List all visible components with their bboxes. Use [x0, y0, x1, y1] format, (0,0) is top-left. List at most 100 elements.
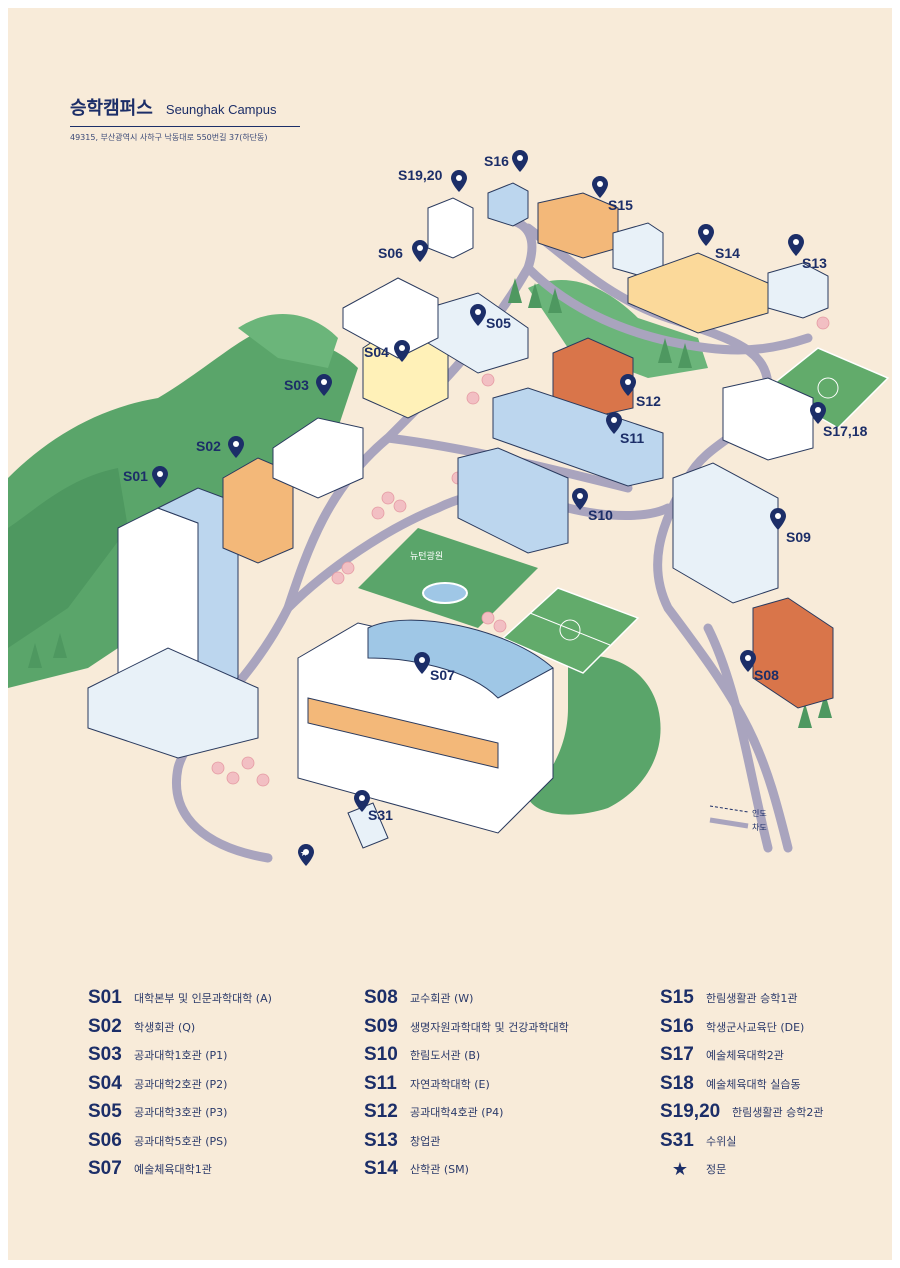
- legend-code: S03: [88, 1044, 122, 1066]
- gate-star-icon: ★: [300, 849, 308, 859]
- marker-s07[interactable]: S07: [430, 667, 455, 683]
- legend-name: 한림생활관 승학2관: [732, 1106, 824, 1120]
- legend-item-s12: S12 공과대학4호관 (P4): [364, 1098, 569, 1127]
- legend-item-s02: S02 학생회관 (Q): [88, 1013, 272, 1042]
- legend-item-s18: S18 예술체육대학 실습동: [660, 1070, 823, 1099]
- legend-item-s06: S06 공과대학5호관 (PS): [88, 1127, 272, 1156]
- marker-s09[interactable]: S09: [786, 529, 811, 545]
- legend-item-s19-20: S19,20 한림생활관 승학2관: [660, 1098, 823, 1127]
- legend-name: 학생군사교육단 (DE): [706, 1020, 805, 1034]
- marker-s16[interactable]: S16: [484, 153, 509, 169]
- legend-name: 한림도서관 (B): [410, 1049, 481, 1063]
- campus-illustration: 뉴턴광원: [8, 150, 890, 866]
- roadway-label: 차도: [752, 823, 767, 832]
- campus-map-page: 승학캠퍼스 Seunghak Campus 49315, 부산광역시 사하구 낙…: [8, 8, 892, 1260]
- legend-code: S06: [88, 1129, 122, 1151]
- walkway-label: 인도: [752, 808, 767, 818]
- legend-name: 자연과학대학 (E): [410, 1077, 490, 1091]
- marker-s12[interactable]: S12: [636, 393, 661, 409]
- marker-s04[interactable]: S04: [364, 344, 389, 360]
- legend-name: 수위실: [706, 1134, 737, 1148]
- legend-item-s16: S16 학생군사교육단 (DE): [660, 1013, 823, 1042]
- blossom-trees: [211, 316, 830, 787]
- legend-name: 공과대학1호관 (P1): [134, 1049, 228, 1063]
- title-korean: 승학캠퍼스: [70, 98, 153, 119]
- legend-item-s03: S03 공과대학1호관 (P1): [88, 1041, 272, 1070]
- legend-name: 학생회관 (Q): [134, 1020, 196, 1034]
- marker-s11[interactable]: S11: [620, 430, 644, 446]
- legend-code: S17: [660, 1044, 694, 1066]
- legend-item-s31: S31 수위실: [660, 1127, 823, 1156]
- legend-code: S05: [88, 1101, 122, 1123]
- legend-name: 생명자원과학대학 및 건강과학대학: [410, 1020, 569, 1034]
- marker-s19-20[interactable]: S19,20: [398, 167, 443, 183]
- legend-name: 정문: [706, 1163, 727, 1177]
- legend-item-s09: S09 생명자원과학대학 및 건강과학대학: [364, 1013, 569, 1042]
- marker-s10[interactable]: S10: [588, 507, 613, 523]
- legend-name: 대학본부 및 인문과학대학 (A): [134, 992, 272, 1006]
- legend-item-s11: S11 자연과학대학 (E): [364, 1070, 569, 1099]
- legend-name: 공과대학4호관 (P4): [410, 1106, 504, 1120]
- legend-code: S07: [88, 1158, 122, 1180]
- legend-column-2: S08 교수회관 (W) S09 생명자원과학대학 및 건강과학대학 S10 한림도서관 …: [364, 984, 569, 1184]
- legend-name: 예술체육대학2관: [706, 1049, 784, 1063]
- legend-code: S10: [364, 1044, 398, 1066]
- marker-s06[interactable]: S06: [378, 245, 403, 261]
- buildings: [87, 182, 834, 849]
- legend-code: S14: [364, 1158, 398, 1180]
- marker-s05[interactable]: S05: [486, 315, 511, 331]
- marker-s17-18[interactable]: S17,18: [823, 423, 868, 439]
- legend-code: S19,20: [660, 1101, 721, 1123]
- marker-s31[interactable]: S31: [368, 807, 393, 823]
- marker-s13[interactable]: S13: [802, 255, 827, 271]
- legend-item-s10: S10 한림도서관 (B): [364, 1041, 569, 1070]
- legend-code: S16: [660, 1015, 694, 1037]
- legend-item-gate: ★ 정문: [660, 1155, 823, 1184]
- legend-name: 예술체육대학1관: [134, 1163, 212, 1177]
- legend-item-s15: S15 한림생활관 승학1관: [660, 984, 823, 1013]
- legend-code: S04: [88, 1072, 122, 1094]
- legend-code: S08: [364, 987, 398, 1009]
- legend-name: 창업관: [410, 1134, 441, 1148]
- green-trees: [28, 278, 832, 728]
- legend-name: 공과대학2호관 (P2): [134, 1077, 228, 1091]
- legend-code: S12: [364, 1101, 398, 1123]
- campus-address: 49315, 부산광역시 사하구 낙동대로 550번길 37(하단동): [70, 133, 268, 142]
- legend-name: 한림생활관 승학1관: [706, 992, 798, 1006]
- park-label: 뉴턴광원: [410, 550, 443, 562]
- road-legend: 인도 차도: [709, 805, 767, 832]
- legend-item-s08: S08 교수회관 (W): [364, 984, 569, 1013]
- star-icon: ★: [671, 1158, 689, 1180]
- legend-code: S18: [660, 1072, 694, 1094]
- legend-item-s13: S13 창업관: [364, 1127, 569, 1156]
- legend-code: S13: [364, 1129, 398, 1151]
- legend-name: 예술체육대학 실습동: [706, 1077, 801, 1091]
- legend-item-s17: S17 예술체육대학2관: [660, 1041, 823, 1070]
- map-title: 승학캠퍼스 Seunghak Campus: [70, 94, 300, 127]
- legend-name: 공과대학5호관 (PS): [134, 1134, 228, 1148]
- legend-code: S01: [88, 987, 122, 1009]
- title-english: Seunghak Campus: [165, 102, 277, 117]
- legend-code: S15: [660, 987, 694, 1009]
- legend-name: 교수회관 (W): [410, 992, 474, 1006]
- legend-code: S02: [88, 1015, 122, 1037]
- legend-name: 공과대학3호관 (P3): [134, 1106, 228, 1120]
- sports-fields: [501, 347, 890, 674]
- legend-item-s04: S04 공과대학2호관 (P2): [88, 1070, 272, 1099]
- marker-s02[interactable]: S02: [196, 438, 221, 454]
- legend-column-1: S01 대학본부 및 인문과학대학 (A) S02 학생회관 (Q) S03 공과대학1호…: [88, 984, 272, 1184]
- central-park: 뉴턴광원: [358, 528, 538, 628]
- marker-s15[interactable]: S15: [608, 197, 633, 213]
- marker-s01[interactable]: S01: [123, 468, 148, 484]
- legend-code: S11: [364, 1072, 397, 1094]
- legend-item-s01: S01 대학본부 및 인문과학대학 (A): [88, 984, 272, 1013]
- marker-s03[interactable]: S03: [284, 377, 309, 393]
- marker-s14[interactable]: S14: [715, 245, 740, 261]
- legend-code: S31: [660, 1129, 694, 1151]
- marker-s08[interactable]: S08: [754, 667, 779, 683]
- legend-item-s05: S05 공과대학3호관 (P3): [88, 1098, 272, 1127]
- building-markers: S01 S02 S03 S04 S05 S06 S07 S08 S09 S10 …: [123, 150, 868, 866]
- legend-code: S09: [364, 1015, 398, 1037]
